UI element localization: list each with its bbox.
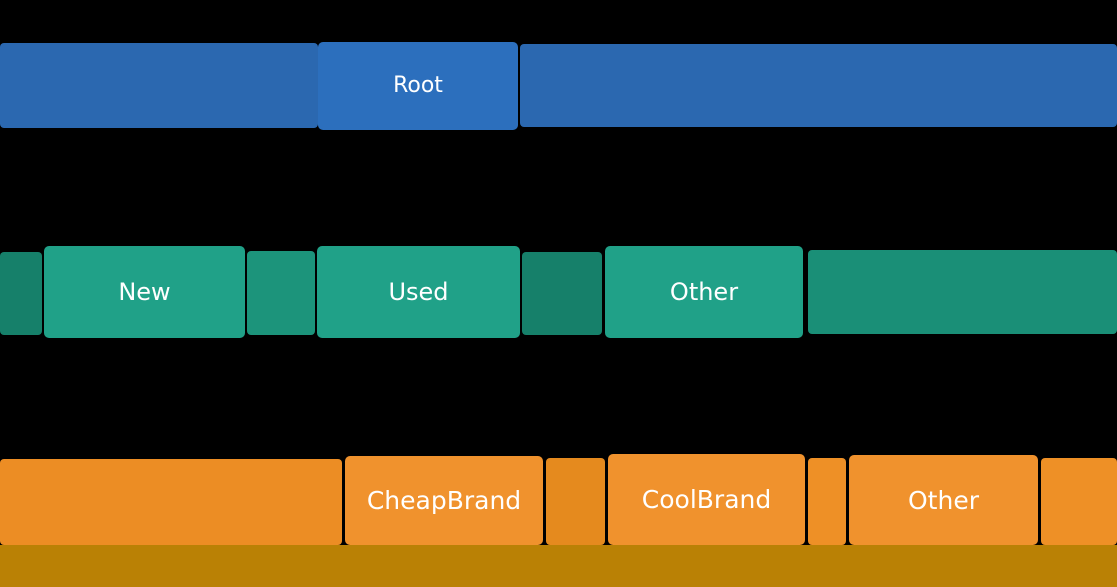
icicle-filler-root-level[interactable] — [0, 43, 318, 128]
tile-label: New — [118, 278, 171, 306]
tile-label: Other — [669, 278, 739, 306]
tile-label: Root — [393, 73, 443, 98]
icicle-filler-condition-level[interactable] — [522, 252, 602, 335]
icicle-filler-brand-level[interactable] — [546, 458, 605, 545]
icicle-filler-brand-level[interactable] — [1041, 458, 1117, 545]
icicle-tile-root-root-level[interactable]: Root — [318, 42, 518, 130]
icicle-tile-cheapbrand-brand-level[interactable]: CheapBrand — [345, 456, 543, 545]
icicle-filler-root-level[interactable] — [520, 44, 1117, 127]
tile-label: Used — [388, 278, 449, 306]
icicle-tile-coolbrand-brand-level[interactable]: CoolBrand — [608, 454, 805, 545]
tile-label: CoolBrand — [641, 485, 772, 514]
tile-label: Other — [908, 485, 979, 515]
icicle-filler-condition-level[interactable] — [808, 250, 1117, 334]
icicle-filler-cropped-level[interactable] — [0, 545, 1117, 587]
icicle-tile-new-condition-level[interactable]: New — [44, 246, 245, 338]
icicle-tile-other-condition-level[interactable]: Other — [605, 246, 803, 338]
icicle-filler-brand-level[interactable] — [808, 458, 846, 545]
icicle-filler-brand-level[interactable] — [0, 459, 342, 545]
icicle-filler-condition-level[interactable] — [247, 251, 315, 335]
icicle-tile-used-condition-level[interactable]: Used — [317, 246, 520, 338]
icicle-tile-other-brand-level[interactable]: Other — [849, 455, 1038, 545]
tile-label: CheapBrand — [366, 486, 522, 515]
icicle-filler-condition-level[interactable] — [0, 252, 42, 335]
